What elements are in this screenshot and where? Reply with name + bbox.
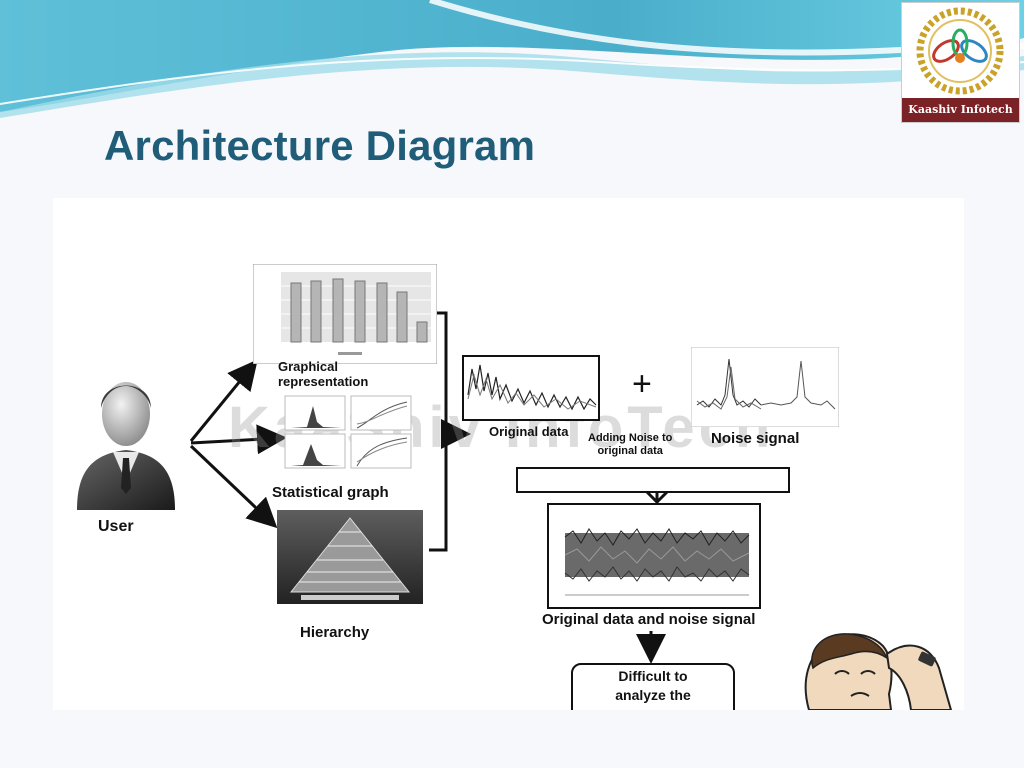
hierarchy-pyramid-thumbnail bbox=[277, 510, 423, 604]
hierarchy-label: Hierarchy bbox=[300, 624, 370, 641]
user-label: User bbox=[98, 518, 134, 535]
graphical-representation-label: Graphical representation bbox=[278, 359, 369, 389]
logo-emblem-icon bbox=[916, 7, 1004, 95]
noise-signal-label: Noise signal bbox=[711, 430, 800, 447]
graphical-chart-thumbnail bbox=[253, 264, 437, 364]
process-box bbox=[516, 467, 790, 493]
flow-arrows bbox=[189, 311, 671, 664]
statistical-graph-label: Statistical graph bbox=[272, 484, 389, 501]
combined-signal-label: Original data and noise signal bbox=[542, 611, 756, 628]
noise-signal-plot bbox=[691, 347, 839, 427]
page-title: Architecture Diagram bbox=[104, 122, 536, 169]
kaashiv-logo: Kaashiv Infotech bbox=[901, 2, 1020, 123]
confused-person-icon bbox=[804, 633, 953, 710]
original-data-label: Original data bbox=[489, 424, 569, 439]
statistical-graph-thumbnail bbox=[284, 395, 412, 469]
combined-signal-plot bbox=[547, 503, 761, 609]
header-swoosh bbox=[0, 0, 1024, 118]
architecture-diagram: User bbox=[53, 198, 964, 710]
plus-sign: + bbox=[632, 365, 652, 403]
user-avatar-icon bbox=[77, 382, 175, 510]
original-data-plot bbox=[462, 355, 600, 421]
difficult-text: Difficult to analyze the bbox=[615, 668, 691, 703]
adding-noise-label: Adding Noise to original data bbox=[588, 432, 673, 457]
logo-label: Kaashiv Infotech bbox=[902, 98, 1019, 122]
difficult-box bbox=[571, 663, 735, 710]
